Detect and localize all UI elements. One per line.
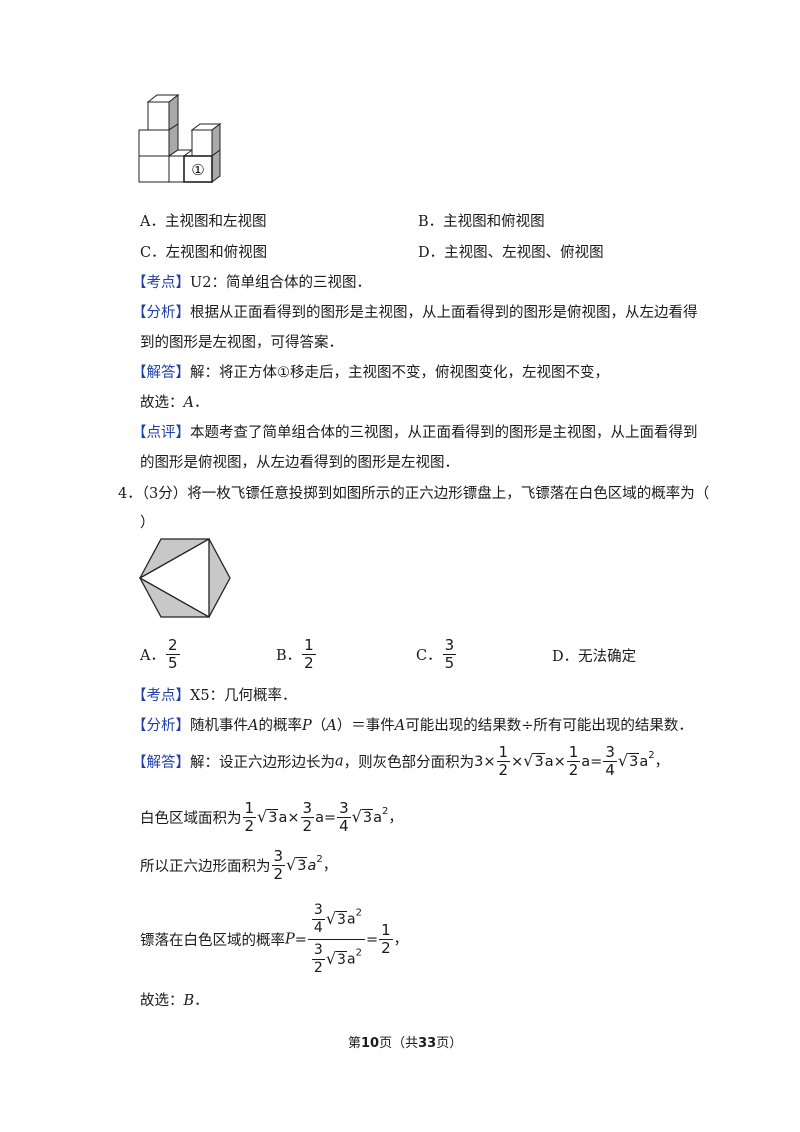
- q3-fenxi-line1: 【分析】根据从正面看得到的图形是主视图，从上面看得到的图形是俯视图，从左边看得: [132, 301, 698, 322]
- page-footer: 第10页（共33页）: [348, 1036, 463, 1051]
- q3-option-b: B．主视图和俯视图: [418, 214, 545, 230]
- cube-assembly-figure: ①: [138, 93, 222, 183]
- q3-dianping-line2: 的图形是俯视图，从左边看得到的图形是左视图．: [140, 455, 459, 471]
- dianping-tag: 【点评】: [132, 425, 190, 441]
- jieda-tag: 【解答】: [132, 365, 190, 381]
- q3-jieda: 【解答】解：将正方体①移走后，主视图不变，俯视图变化，左视图不变，: [132, 365, 609, 381]
- circled-marker: ①: [277, 365, 290, 381]
- q3-option-c: C．左视图和俯视图: [140, 245, 268, 261]
- kaodian-text: U2：简单组合体的三视图．: [190, 275, 371, 291]
- q4-stem-line1: 4．（3分）将一枚飞镖任意投掷到如图所示的正六边形镖盘上，飞镖落在白色区域的概率…: [118, 486, 710, 502]
- page-total: 33: [418, 1036, 437, 1051]
- white-triangle: [138, 537, 210, 619]
- q3-kaodian: 【考点】U2：简单组合体的三视图．: [132, 271, 371, 292]
- page-number: 10: [361, 1036, 380, 1051]
- q4-stem-line2: ）: [140, 515, 155, 531]
- cube-marker-label: ①: [191, 161, 204, 179]
- q4-fenxi: 【分析】随机事件A的概率P（A）＝事件A可能出现的结果数÷所有可能出现的结果数．: [132, 718, 693, 734]
- fenxi-text: 根据从正面看得到的图形是主视图，从上面看得到的图形是俯视图，从左边看得: [190, 305, 698, 321]
- q3-option-a: A．主视图和左视图: [140, 214, 267, 230]
- fenxi-tag: 【分析】: [132, 305, 190, 321]
- hexagon-dartboard-figure: [138, 537, 231, 619]
- q4-kaodian: 【考点】X5：几何概率．: [132, 688, 297, 704]
- kaodian-tag: 【考点】: [132, 275, 190, 291]
- q4-option-d: D．无法确定: [552, 649, 637, 665]
- q3-answer: 故选：A．: [140, 395, 209, 411]
- q4-answer: 故选：B．: [140, 993, 209, 1009]
- q3-option-d: D．主视图、左视图、俯视图: [418, 245, 604, 261]
- q3-fenxi-line2: 到的图形是左视图，可得答案．: [140, 335, 343, 351]
- q3-dianping-line1: 【点评】本题考查了简单组合体的三视图，从正面看得到的图形是主视图，从上面看得到: [132, 425, 698, 441]
